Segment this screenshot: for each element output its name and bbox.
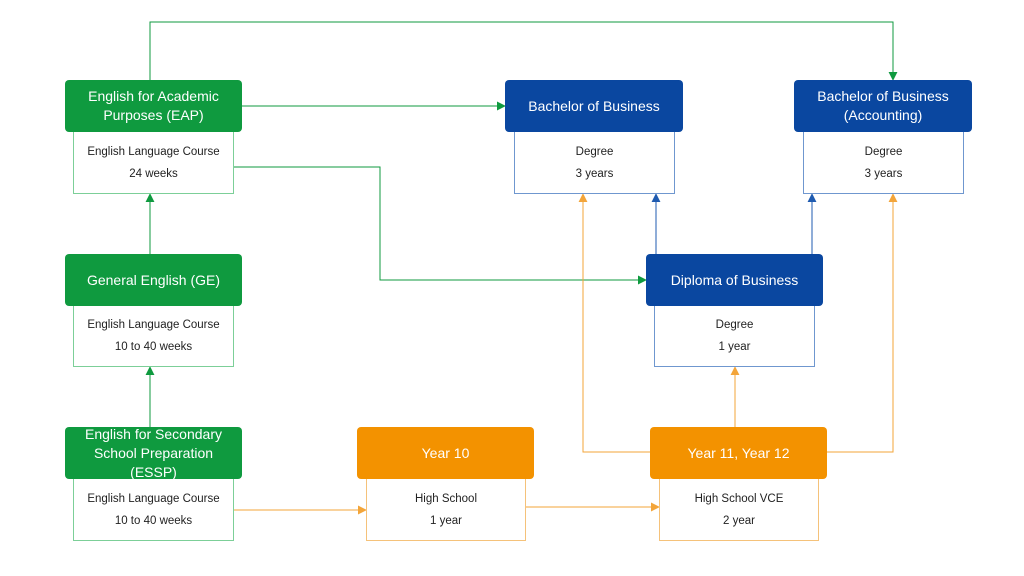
node-ge-duration: 10 to 40 weeks xyxy=(114,341,193,353)
node-eap-title: English for Academic Purposes (EAP) xyxy=(65,80,242,132)
arrow-year11-12-to-bachelor-accounting xyxy=(827,193,898,453)
node-year11-12-body: High School VCE 2 year xyxy=(659,479,819,541)
node-diploma-business-body: Degree 1 year xyxy=(654,306,815,367)
node-eap-duration: 24 weeks xyxy=(129,167,178,180)
node-year10-body: High School 1 year xyxy=(366,479,526,541)
node-year11-12-title: Year 11, Year 12 xyxy=(650,427,827,479)
node-year10-duration: 1 year xyxy=(430,514,462,527)
node-essp-type: English Language Course xyxy=(87,492,220,505)
node-essp-title: English for Secondary School Preparation… xyxy=(65,426,242,480)
node-bachelor-accounting-body: Degree 3 years xyxy=(803,132,964,194)
node-diploma-business-title: Diploma of Business xyxy=(646,254,823,306)
node-essp-body: English Language Course 10 to 40 weeks xyxy=(73,479,234,541)
node-diploma-business-duration: 1 year xyxy=(718,341,751,353)
node-bachelor-business-title: Bachelor of Business xyxy=(505,80,683,132)
node-ge-type: English Language Course xyxy=(87,319,220,331)
node-bachelor-accounting-title: Bachelor of Business (Accounting) xyxy=(794,80,972,132)
node-diploma-business-type: Degree xyxy=(715,319,754,331)
node-ge-body: English Language Course 10 to 40 weeks xyxy=(73,306,234,367)
arrow-eap-to-bachelor-accounting xyxy=(149,21,898,81)
node-bachelor-accounting-duration: 3 years xyxy=(864,167,903,180)
node-bachelor-business-duration: 3 years xyxy=(575,167,614,180)
node-year11-12-duration: 2 year xyxy=(723,514,755,527)
node-ge-title: General English (GE) xyxy=(65,254,242,306)
arrow-eap-to-diploma xyxy=(234,166,647,285)
node-bachelor-business-body: Degree 3 years xyxy=(514,132,675,194)
node-eap-body: English Language Course 24 weeks xyxy=(73,132,234,194)
node-bachelor-business-type: Degree xyxy=(575,145,614,158)
node-eap-type: English Language Course xyxy=(87,145,220,158)
node-essp-duration: 10 to 40 weeks xyxy=(114,514,193,527)
arrow-year11-12-to-bachelor-business xyxy=(578,193,650,453)
node-year10-type: High School xyxy=(414,492,477,505)
node-year11-12-type: High School VCE xyxy=(694,492,784,505)
node-bachelor-accounting-type: Degree xyxy=(864,145,903,158)
node-year10-title: Year 10 xyxy=(357,427,534,479)
